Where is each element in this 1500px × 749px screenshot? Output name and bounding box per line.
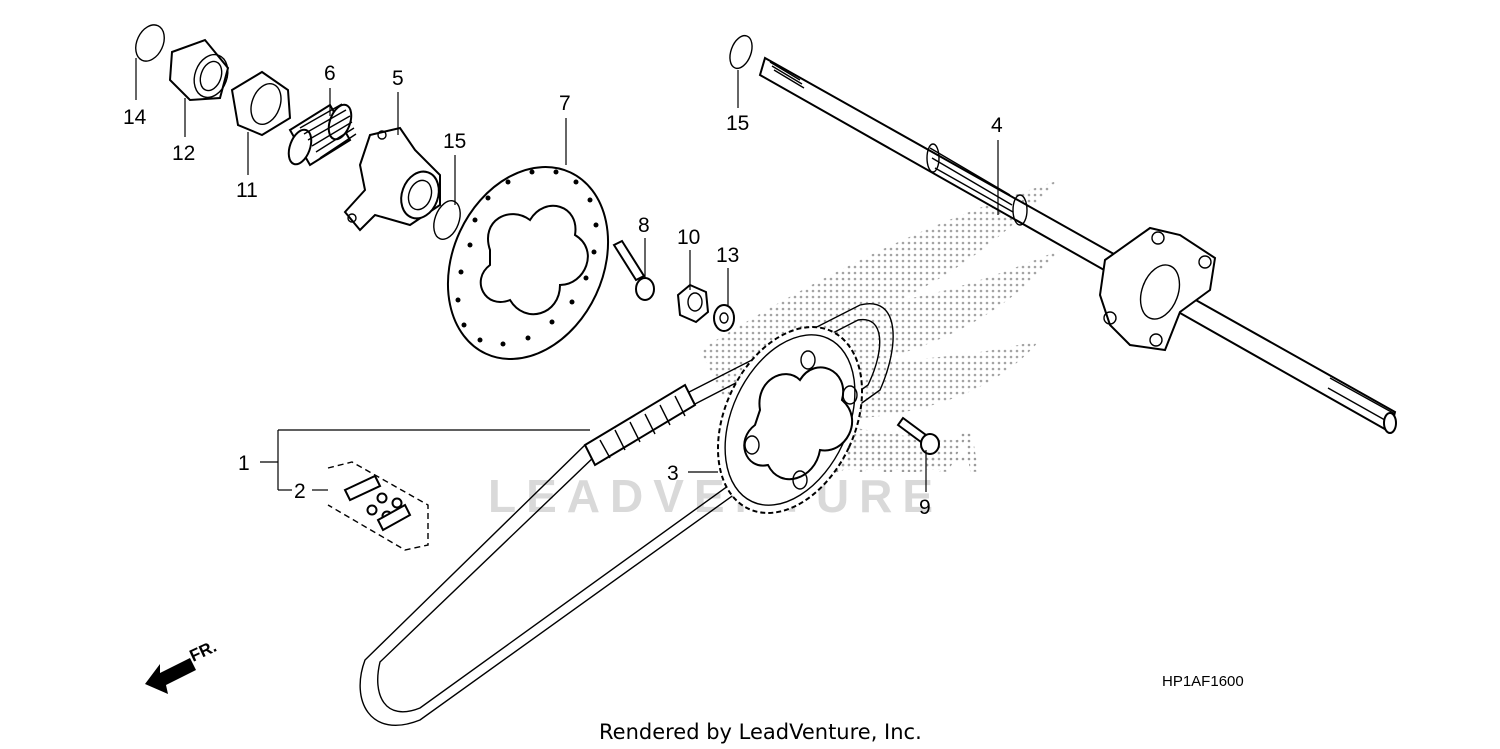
leader-lines	[135, 58, 999, 492]
callout-3: 3	[667, 462, 679, 485]
part-9-bolt	[896, 416, 940, 455]
callout-5: 5	[392, 67, 404, 90]
callout-4: 4	[991, 114, 1003, 137]
part-15-oring-left	[433, 200, 461, 240]
part-6-bearing	[287, 103, 357, 167]
part-10-nut	[676, 283, 710, 324]
part-15-oring-right	[729, 34, 753, 70]
part-7-brake-disc	[446, 165, 610, 361]
part-5-hub	[343, 126, 441, 232]
callout-9: 9	[919, 496, 931, 519]
part-8-bolt	[612, 239, 655, 301]
watermark-text: LEADVENTURE	[488, 470, 943, 522]
callout-1: 1	[238, 452, 250, 475]
part-14-snap-ring	[135, 24, 165, 62]
part-11-nut	[230, 70, 292, 137]
credit-text: Rendered by LeadVenture, Inc.	[599, 720, 922, 744]
callout-13: 13	[716, 244, 739, 267]
part-2-master-link	[327, 461, 429, 551]
callout-14: 14	[123, 106, 147, 129]
front-direction-indicator: FR.	[145, 637, 220, 694]
part-4-axle	[758, 56, 1397, 434]
callout-6: 6	[324, 62, 336, 85]
callout-10: 10	[677, 226, 700, 249]
callout-8: 8	[638, 214, 650, 237]
part-3-sprocket	[716, 326, 864, 514]
callout-12: 12	[172, 142, 195, 165]
part-13-washer	[713, 304, 735, 332]
callout-11: 11	[236, 179, 258, 202]
callout-15-right: 15	[726, 112, 749, 135]
part-12-locknut	[168, 38, 230, 102]
callout-7: 7	[559, 92, 571, 115]
callout-2: 2	[294, 480, 306, 503]
diagram-code: HP1AF1600	[1162, 673, 1244, 690]
part-1-chain	[359, 303, 894, 726]
callout-15-left: 15	[443, 130, 466, 153]
arrow-left-icon	[145, 658, 196, 694]
